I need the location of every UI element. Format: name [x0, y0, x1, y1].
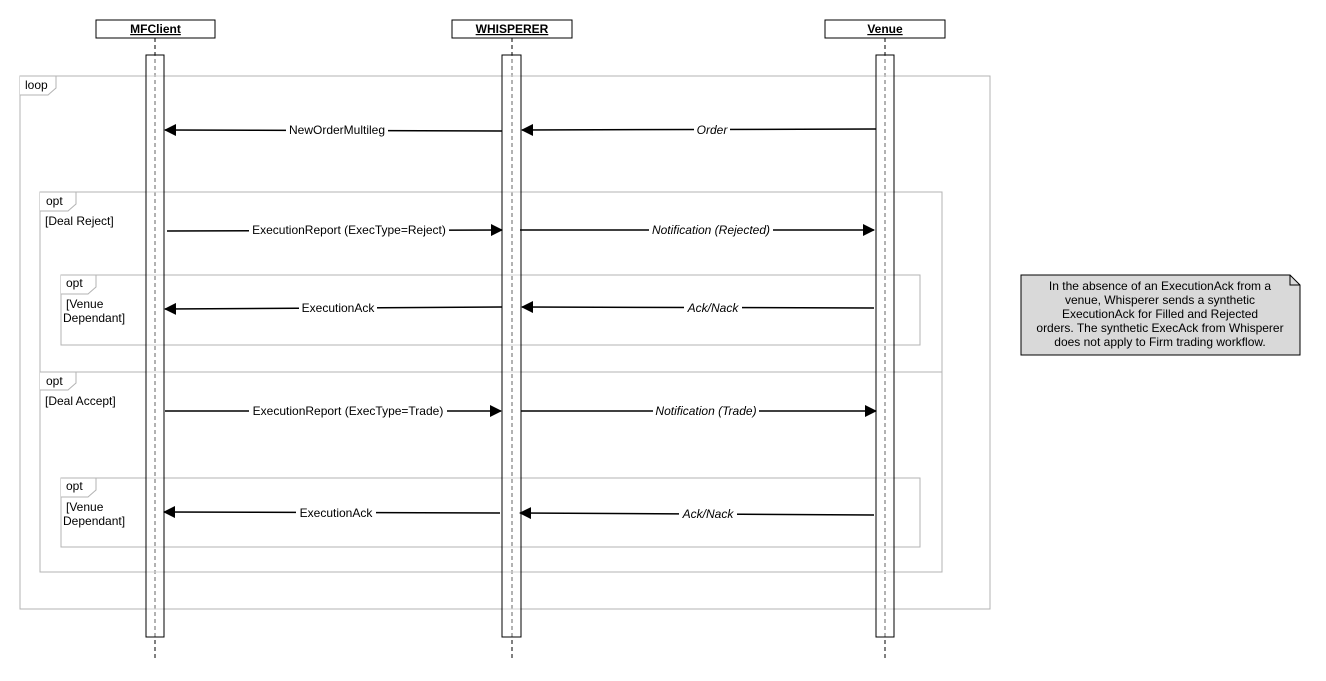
opt-frame-deal-accept-guard: [Deal Accept]: [45, 394, 116, 408]
opt-frame-reject-venue-dependant-tag: opt: [66, 276, 83, 290]
message-execution-report-trade-label: ExecutionReport (ExecType=Trade): [253, 404, 444, 418]
note-line-3: ExecutionAck for Filled and Rejected: [1062, 307, 1258, 321]
participant-whisperer[interactable]: WHISPERER: [451, 19, 573, 39]
message-ack-nack-2[interactable]: Ack/Nack: [519, 506, 875, 521]
activation-mfclient: [145, 54, 165, 638]
message-execution-ack-1-label: ExecutionAck: [302, 301, 376, 315]
message-execution-report-reject[interactable]: ExecutionReport (ExecType=Reject): [166, 222, 503, 237]
message-ack-nack-1[interactable]: Ack/Nack: [521, 300, 875, 315]
opt-frame-reject-venue-dependant-guard-1: [Venue: [66, 297, 104, 311]
message-order-label: Order: [697, 123, 729, 137]
participant-mfclient[interactable]: MFClient: [95, 19, 216, 39]
message-notification-trade-label: Notification (Trade): [655, 404, 756, 418]
message-notification-rejected-label: Notification (Rejected): [652, 223, 770, 237]
message-notification-trade[interactable]: Notification (Trade): [521, 403, 877, 418]
opt-frame-accept-venue-dependant: opt [Venue Dependant]: [60, 477, 921, 548]
note-line-2: venue, Whisperer sends a synthetic: [1065, 293, 1255, 307]
participant-whisperer-label: WHISPERER: [476, 22, 549, 36]
note-line-4: orders. The synthetic ExecAck from Whisp…: [1036, 321, 1283, 335]
message-execution-ack-1[interactable]: ExecutionAck: [164, 300, 503, 315]
message-execution-ack-2[interactable]: ExecutionAck: [163, 505, 501, 520]
loop-frame: loop: [19, 75, 991, 610]
message-ack-nack-1-label: Ack/Nack: [687, 301, 740, 315]
participant-mfclient-label: MFClient: [130, 22, 181, 36]
opt-frame-accept-venue-dependant-guard-2: Dependant]: [63, 514, 125, 528]
opt-frame-deal-accept-tag: opt: [46, 374, 63, 388]
opt-frame-deal-reject: opt [Deal Reject]: [39, 191, 943, 373]
message-execution-report-reject-label: ExecutionReport (ExecType=Reject): [252, 223, 446, 237]
opt-frame-reject-venue-dependant-guard-2: Dependant]: [63, 311, 125, 325]
opt-frame-deal-accept: opt [Deal Accept]: [39, 371, 943, 573]
note[interactable]: In the absence of an ExecutionAck from a…: [1020, 274, 1301, 356]
activation-whisperer: [501, 54, 522, 638]
message-new-order-multileg-label: NewOrderMultileg: [289, 123, 385, 137]
message-notification-rejected[interactable]: Notification (Rejected): [520, 222, 875, 237]
message-order[interactable]: Order: [521, 122, 877, 137]
opt-frame-deal-reject-guard: [Deal Reject]: [45, 214, 114, 228]
opt-frame-accept-venue-dependant-guard-1: [Venue: [66, 500, 104, 514]
note-line-5: does not apply to Firm trading workflow.: [1054, 335, 1265, 349]
opt-frame-reject-venue-dependant: opt [Venue Dependant]: [60, 274, 921, 346]
loop-frame-tag: loop: [25, 78, 48, 92]
message-execution-report-trade[interactable]: ExecutionReport (ExecType=Trade): [165, 403, 502, 418]
opt-frame-deal-reject-tag: opt: [46, 194, 63, 208]
message-ack-nack-2-label: Ack/Nack: [682, 507, 735, 521]
participant-venue[interactable]: Venue: [824, 19, 946, 39]
message-new-order-multileg[interactable]: NewOrderMultileg: [164, 122, 503, 137]
participant-venue-label: Venue: [867, 22, 903, 36]
message-execution-ack-2-label: ExecutionAck: [300, 506, 374, 520]
activation-venue: [875, 54, 895, 638]
opt-frame-accept-venue-dependant-tag: opt: [66, 479, 83, 493]
note-line-1: In the absence of an ExecutionAck from a: [1049, 279, 1271, 293]
